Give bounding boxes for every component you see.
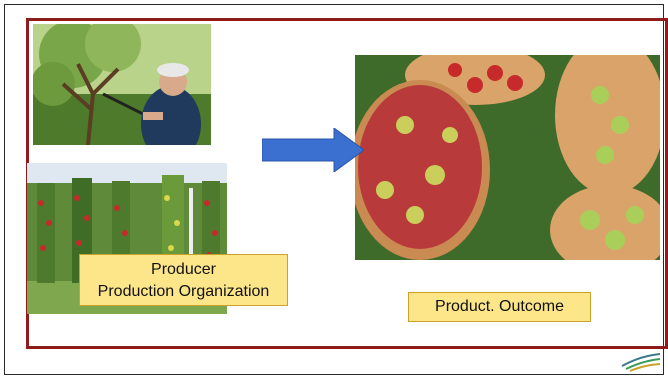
producer-caption: Producer Production Organization xyxy=(79,254,288,306)
logo-icon xyxy=(620,350,662,372)
apples-photo xyxy=(355,55,660,260)
producer-caption-line2: Production Organization xyxy=(97,283,270,300)
product-caption: Product. Outcome xyxy=(408,292,591,322)
producer-caption-line1: Producer xyxy=(151,261,216,278)
pruning-photo xyxy=(33,24,211,145)
right-arrow-icon xyxy=(261,127,365,173)
